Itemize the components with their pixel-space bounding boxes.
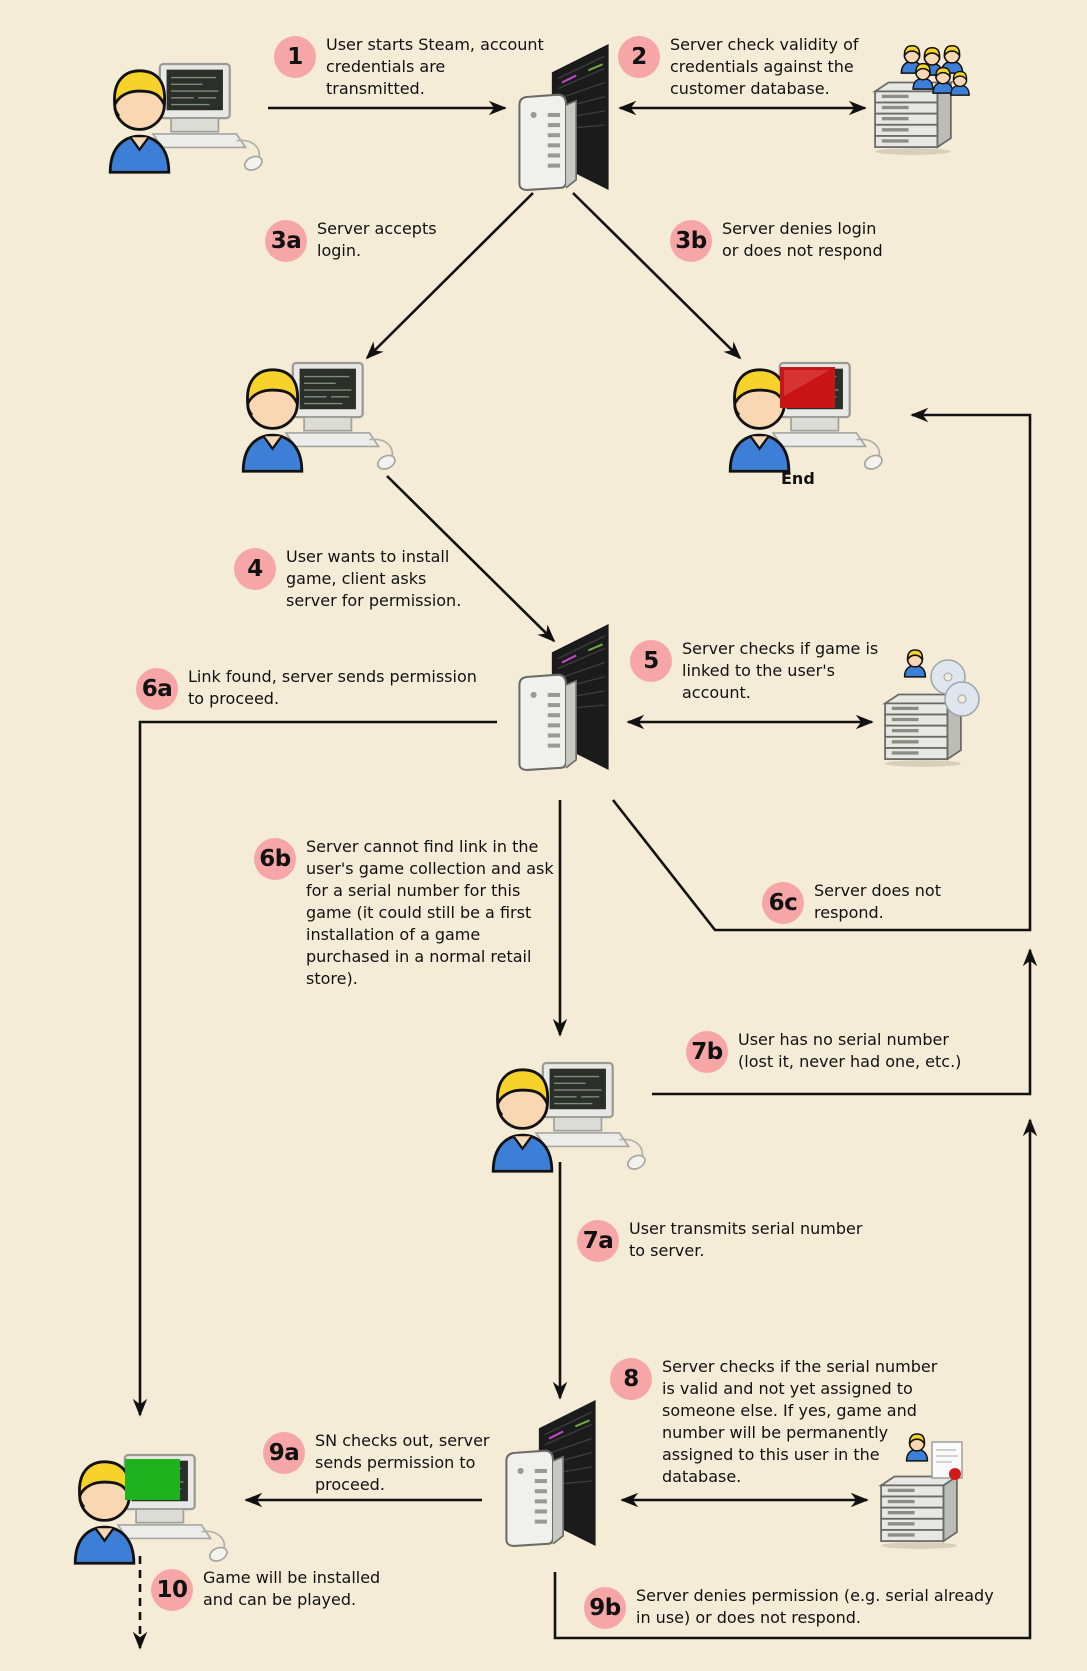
- step-text: Server denies login or does not respond: [722, 219, 883, 260]
- step-badge: 2: [618, 36, 660, 78]
- step-8: 8 Server checks if the serial number is …: [610, 1356, 937, 1488]
- arrow-9b: [553, 1118, 1038, 1640]
- step-badge: 8: [610, 1358, 652, 1400]
- server-icon: [505, 1398, 597, 1548]
- step-9a: 9a SN checks out, server sends permissio…: [263, 1430, 490, 1496]
- step-text: Server checks if the serial number is va…: [662, 1357, 938, 1486]
- step-text: Server cannot find link in the user's ga…: [306, 837, 554, 988]
- step-text: User wants to install game, client asks …: [286, 547, 462, 610]
- step-badge: 7a: [577, 1220, 619, 1262]
- step-6c: 6c Server does not respond.: [762, 880, 941, 924]
- step-badge: 7b: [686, 1031, 728, 1073]
- arrow-3a: [365, 192, 534, 360]
- end-label: End: [781, 469, 815, 488]
- step-7b: 7b User has no serial number (lost it, n…: [686, 1029, 961, 1073]
- final-user-icon: [73, 1453, 231, 1566]
- server-icon: [518, 622, 610, 772]
- step-5: 5 Server checks if game is linked to the…: [630, 638, 878, 704]
- step-text: Game will be installed and can be played…: [203, 1568, 381, 1609]
- step-6a: 6a Link found, server sends permission t…: [136, 666, 477, 710]
- step-badge: 10: [151, 1569, 193, 1611]
- arrow-4: [386, 475, 556, 643]
- step-badge: 6a: [136, 668, 178, 710]
- step-badge: 3b: [670, 220, 712, 262]
- step-badge: 9a: [263, 1432, 305, 1474]
- step-badge: 4: [234, 548, 276, 590]
- step-text: Server denies permission (e.g. serial al…: [636, 1586, 994, 1627]
- step-4: 4 User wants to install game, client ask…: [234, 546, 461, 612]
- user-computer-icon: [491, 1061, 649, 1174]
- step-7a: 7a User transmits serial number to serve…: [577, 1218, 862, 1262]
- step-text: Server checks if game is linked to the u…: [682, 639, 879, 702]
- step-badge: 3a: [265, 220, 307, 262]
- step-text: User transmits serial number to server.: [629, 1219, 863, 1260]
- step-10: 10 Game will be installed and can be pla…: [151, 1567, 380, 1611]
- step-text: SN checks out, server sends permission t…: [315, 1431, 490, 1494]
- user-computer-icon: [241, 361, 399, 474]
- arrow-6a: [132, 720, 497, 1417]
- user-computer-icon: [108, 62, 266, 175]
- step-text: Server does not respond.: [814, 881, 941, 922]
- step-badge: 6c: [762, 882, 804, 924]
- step-text: User starts Steam, account credentials a…: [326, 35, 544, 98]
- arrow-3b: [572, 192, 742, 360]
- step-3b: 3b Server denies login or does not respo…: [670, 218, 883, 262]
- step-3a: 3a Server accepts login.: [265, 218, 437, 262]
- customer-database-icon: [874, 44, 970, 156]
- step-badge: 9b: [584, 1587, 626, 1629]
- step-badge: 5: [630, 640, 672, 682]
- step-text: Link found, server sends permission to p…: [188, 667, 477, 708]
- step-text: Server check validity of credentials aga…: [670, 35, 859, 98]
- step-badge: 1: [274, 36, 316, 78]
- arrow-7b: [652, 948, 1038, 1096]
- step-9b: 9b Server denies permission (e.g. serial…: [584, 1585, 994, 1629]
- game-database-icon: [884, 649, 980, 768]
- arrow-6c: [611, 407, 1032, 932]
- end-user-icon: [728, 361, 886, 474]
- step-2: 2 Server check validity of credentials a…: [618, 34, 859, 100]
- step-6b: 6b Server cannot find link in the user's…: [254, 836, 554, 990]
- step-1: 1 User starts Steam, account credentials…: [274, 34, 544, 100]
- step-badge: 6b: [254, 838, 296, 880]
- step-text: User has no serial number (lost it, neve…: [738, 1030, 962, 1071]
- serial-database-icon: [880, 1433, 963, 1550]
- step-text: Server accepts login.: [317, 219, 437, 260]
